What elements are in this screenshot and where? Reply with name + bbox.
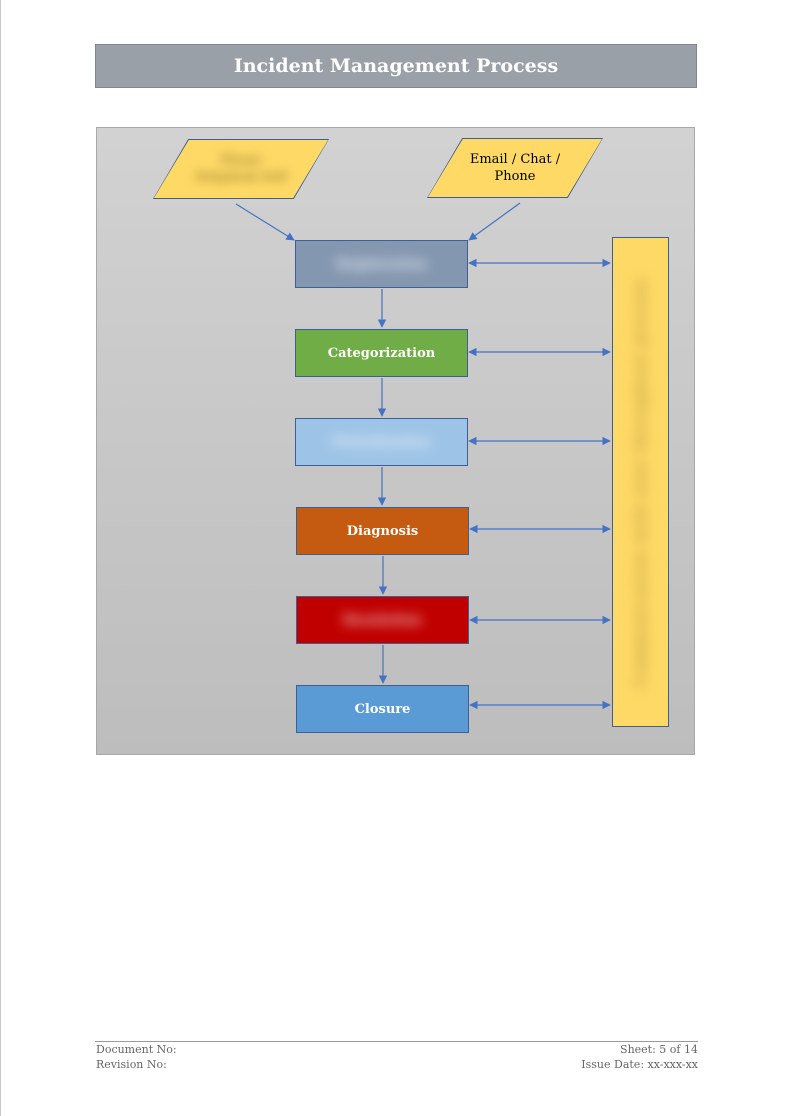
page-title-text: Incident Management Process [233, 55, 559, 77]
page-edge [0, 0, 1, 1116]
step-prioritization-label: Prioritization [332, 434, 431, 450]
arrow-input-2-to-step-1 [468, 202, 521, 241]
step-resolution-label: Resolution [343, 612, 422, 628]
page-title: Incident Management Process [95, 44, 697, 88]
footer-issue-date: Issue Date: xx-xxx-xx [581, 1058, 698, 1071]
input-node-2: Email / Chat / Phone [427, 138, 603, 198]
connector-arrows [235, 202, 611, 710]
input-node-1-label: Phone Helpdesk Self [195, 153, 287, 185]
step-categorization-label: Categorization [327, 345, 436, 361]
footer-divider [95, 1041, 698, 1042]
process-diagram: Phone Helpdesk Self Email / Chat / Phone… [96, 127, 695, 755]
footer-sheet: Sheet: 5 of 14 [620, 1043, 698, 1056]
step-resolution: Resolution [296, 596, 469, 644]
input-node-2-label: Email / Chat / Phone [469, 152, 561, 184]
side-panel-communication: Communication with user throughout proce… [612, 237, 669, 727]
step-registration: Registration [295, 240, 468, 288]
step-categorization: Categorization [295, 329, 468, 377]
step-closure: Closure [296, 685, 469, 733]
arrow-input-1-to-step-1 [235, 203, 295, 241]
footer-revision-no: Revision No: [96, 1058, 167, 1071]
step-diagnosis-label: Diagnosis [346, 523, 419, 539]
step-diagnosis: Diagnosis [296, 507, 469, 555]
step-registration-label: Registration [336, 256, 427, 272]
step-closure-label: Closure [354, 701, 411, 717]
side-panel-label: Communication with user throughout proce… [632, 276, 649, 688]
footer-document-no: Document No: [96, 1043, 177, 1056]
step-prioritization: Prioritization [295, 418, 468, 466]
